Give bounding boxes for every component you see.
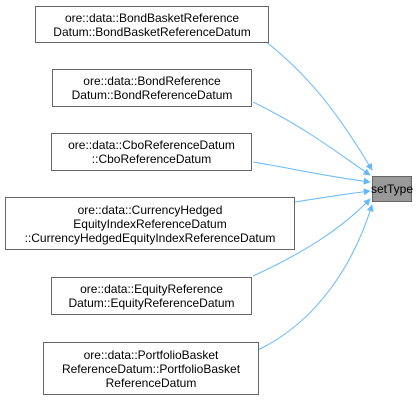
caller-node-line: ore::data::EquityReference (80, 282, 223, 296)
caller-node-line: EquityIndexReferenceDatum (73, 216, 227, 231)
caller-node-currency-hedged-equity-index-reference-datum[interactable]: ore::data::CurrencyHedged EquityIndexRef… (5, 197, 295, 250)
caller-node-line: ReferenceDatum (105, 375, 197, 390)
caller-node-line: ore::data::BondBasketReference (64, 10, 240, 25)
edge-caller-5 (252, 198, 371, 277)
caller-node-portfolio-basket-reference-datum[interactable]: ore::data::PortfolioBasket ReferenceDatu… (43, 342, 259, 395)
caller-node-line: ore::data::BondReference (83, 74, 221, 88)
caller-node-line: Datum::BondBasketReferenceDatum (53, 24, 251, 39)
edge-caller-1 (264, 40, 373, 171)
caller-node-line: ::CboReferenceDatum (91, 152, 212, 166)
caller-node-bond-basket-reference-datum[interactable]: ore::data::BondBasketReference Datum::Bo… (35, 6, 269, 43)
caller-node-line: ::CurrencyHedgedEquityIndexReferenceDatu… (24, 230, 276, 245)
caller-node-line: ReferenceDatum::PortfolioBasket (61, 361, 241, 376)
caller-node-equity-reference-datum[interactable]: ore::data::EquityReference Datum::Equity… (51, 277, 252, 315)
caller-node-line: ore::data::CurrencyHedged (77, 202, 223, 217)
caller-node-line: Datum::BondReferenceDatum (71, 88, 233, 102)
caller-node-bond-reference-datum[interactable]: ore::data::BondReference Datum::BondRefe… (52, 69, 252, 107)
edge-caller-6 (257, 204, 374, 351)
edge-caller-2 (252, 101, 371, 176)
target-node-label: setType (370, 182, 414, 196)
caller-node-line: Datum::EquityReferenceDatum (68, 296, 235, 310)
caller-node-cbo-reference-datum[interactable]: ore::data::CboReferenceDatum ::CboRefere… (51, 133, 252, 171)
edge-caller-4 (294, 188, 371, 203)
caller-node-line: ore::data::CboReferenceDatum (68, 138, 235, 152)
edge-caller-3 (252, 161, 371, 185)
caller-node-line: ore::data::PortfolioBasket (83, 347, 219, 362)
target-node-settype: setType (370, 176, 414, 202)
